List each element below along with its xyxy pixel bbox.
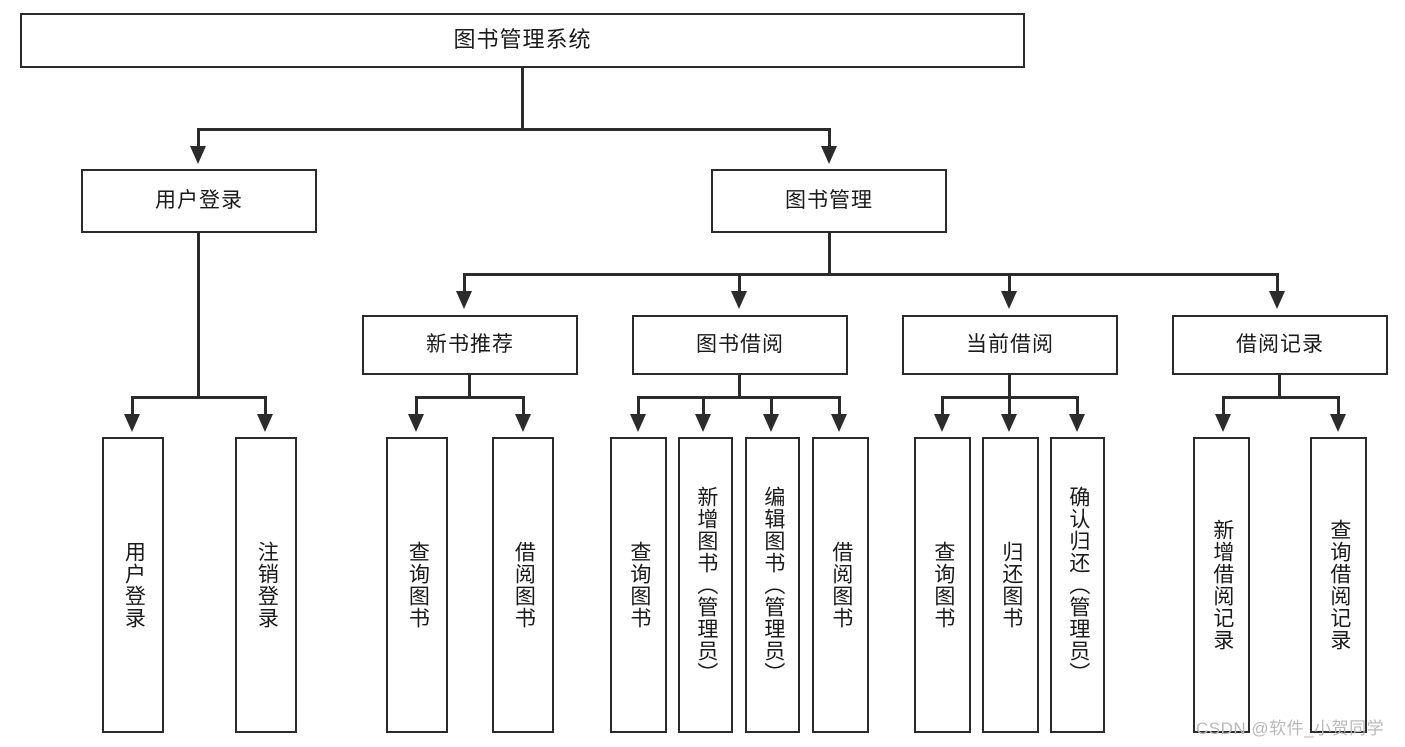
node-user-login-label: 用户登录 (155, 189, 243, 213)
edge-level3-bus (463, 273, 1279, 276)
leaf-query-book-current-label: 查询图书 (931, 541, 955, 629)
leaf-borrow-book-recommend[interactable]: 借阅图书 (492, 437, 554, 733)
leaf-confirm-return[interactable]: 确认归还（管理员） (1050, 437, 1105, 733)
edge-new-book-recommend-bus (415, 396, 525, 399)
node-new-book-recommend[interactable]: 新书推荐 (362, 315, 578, 375)
edge-new-book-recommend-stem (468, 375, 471, 399)
node-borrow-record-label: 借阅记录 (1236, 333, 1324, 357)
edge-user-login-drop-1 (131, 396, 134, 418)
arrowhead-leaf-logout (257, 414, 273, 432)
node-root-label: 图书管理系统 (453, 27, 592, 53)
edge-borrow-record-stem (1278, 375, 1281, 399)
leaf-query-borrow-record-label: 查询借阅记录 (1327, 519, 1351, 651)
leaf-add-book[interactable]: 新增图书（管理员） (678, 437, 733, 733)
node-borrow-record[interactable]: 借阅记录 (1172, 315, 1388, 375)
edge-to-user-login (197, 128, 200, 150)
node-current-borrow[interactable]: 当前借阅 (902, 315, 1118, 375)
edge-level3-drop-4 (1276, 273, 1279, 295)
node-root-book-management-system[interactable]: 图书管理系统 (20, 13, 1025, 68)
edge-book-borrow-drop-1 (637, 396, 640, 418)
leaf-edit-book-label: 编辑图书（管理员） (761, 486, 785, 684)
arrowhead-leaf-user-login (124, 414, 140, 432)
edge-current-borrow-drop-1 (941, 396, 944, 418)
leaf-add-borrow-record[interactable]: 新增借阅记录 (1193, 437, 1250, 733)
leaf-query-book-recommend[interactable]: 查询图书 (386, 437, 448, 733)
arrowhead-leaf-borrow-book-2 (831, 414, 847, 432)
edge-book-borrow-bus (637, 396, 841, 399)
arrowhead-leaf-query-book-1 (408, 414, 424, 432)
arrowhead-leaf-query-book-2 (630, 414, 646, 432)
edge-level3-drop-2 (738, 273, 741, 295)
edge-to-book-management (828, 128, 831, 150)
leaf-user-login-label: 用户登录 (122, 541, 146, 629)
edge-borrow-record-bus (1222, 396, 1340, 399)
edge-book-borrow-drop-3 (770, 396, 773, 418)
edge-current-borrow-stem (1008, 375, 1011, 399)
arrowhead-leaf-borrow-book-1 (515, 414, 531, 432)
edge-book-management-stem (828, 233, 831, 275)
leaf-add-book-label: 新增图书（管理员） (694, 486, 718, 684)
leaf-query-book-borrow-label: 查询图书 (627, 541, 651, 629)
arrowhead-leaf-add-borrow-record (1215, 414, 1231, 432)
edge-current-borrow-drop-3 (1076, 396, 1079, 418)
edge-user-login-drop-2 (264, 396, 267, 418)
leaf-add-borrow-record-label: 新增借阅记录 (1210, 519, 1234, 651)
leaf-borrow-book-recommend-label: 借阅图书 (512, 541, 536, 629)
edge-current-borrow-drop-2 (1008, 396, 1011, 418)
edge-new-book-recommend-drop-1 (415, 396, 418, 418)
leaf-edit-book[interactable]: 编辑图书（管理员） (745, 437, 800, 733)
leaf-query-book-recommend-label: 查询图书 (406, 541, 430, 629)
edge-level2-bus (197, 128, 831, 131)
node-book-borrow[interactable]: 图书借阅 (632, 315, 848, 375)
arrowhead-leaf-query-borrow-record (1330, 414, 1346, 432)
leaf-confirm-return-label: 确认归还（管理员） (1066, 486, 1090, 684)
edge-level3-drop-3 (1008, 273, 1011, 295)
leaf-logout[interactable]: 注销登录 (235, 437, 297, 733)
arrowhead-user-login (190, 146, 206, 164)
arrowhead-leaf-return-book (1001, 414, 1017, 432)
node-user-login[interactable]: 用户登录 (81, 169, 317, 233)
arrowhead-borrow-record (1269, 291, 1285, 309)
node-book-management[interactable]: 图书管理 (711, 169, 947, 233)
edge-borrow-record-drop-2 (1337, 396, 1340, 418)
arrowhead-book-management (821, 146, 837, 164)
node-book-borrow-label: 图书借阅 (696, 333, 784, 357)
leaf-return-book-label: 归还图书 (999, 541, 1023, 629)
arrowhead-leaf-add-book (695, 414, 711, 432)
edge-book-borrow-drop-2 (702, 396, 705, 418)
edge-root-stem (521, 68, 524, 130)
node-current-borrow-label: 当前借阅 (966, 333, 1054, 357)
edge-user-login-stem (197, 233, 200, 398)
edge-borrow-record-drop-1 (1222, 396, 1225, 418)
leaf-borrow-book[interactable]: 借阅图书 (812, 437, 869, 733)
arrowhead-current-borrow (1001, 291, 1017, 309)
edge-book-borrow-stem (738, 375, 741, 399)
arrowhead-new-book-recommend (456, 291, 472, 309)
arrowhead-leaf-query-book-3 (934, 414, 950, 432)
node-new-book-recommend-label: 新书推荐 (426, 333, 514, 357)
node-book-management-label: 图书管理 (785, 189, 873, 213)
leaf-user-login[interactable]: 用户登录 (102, 437, 164, 733)
edge-new-book-recommend-drop-2 (522, 396, 525, 418)
leaf-borrow-book-label: 借阅图书 (829, 541, 853, 629)
edge-level3-drop-1 (463, 273, 466, 295)
leaf-return-book[interactable]: 归还图书 (982, 437, 1039, 733)
leaf-logout-label: 注销登录 (255, 541, 279, 629)
arrowhead-book-borrow (731, 291, 747, 309)
arrowhead-leaf-confirm-return (1069, 414, 1085, 432)
edge-user-login-bus (131, 396, 266, 399)
leaf-query-book-current[interactable]: 查询图书 (914, 437, 971, 733)
watermark-csdn: CSDN @软件_小贺同学 (1196, 719, 1385, 738)
arrowhead-leaf-edit-book (763, 414, 779, 432)
leaf-query-book-borrow[interactable]: 查询图书 (610, 437, 667, 733)
edge-book-borrow-drop-4 (838, 396, 841, 418)
leaf-query-borrow-record[interactable]: 查询借阅记录 (1310, 437, 1367, 733)
